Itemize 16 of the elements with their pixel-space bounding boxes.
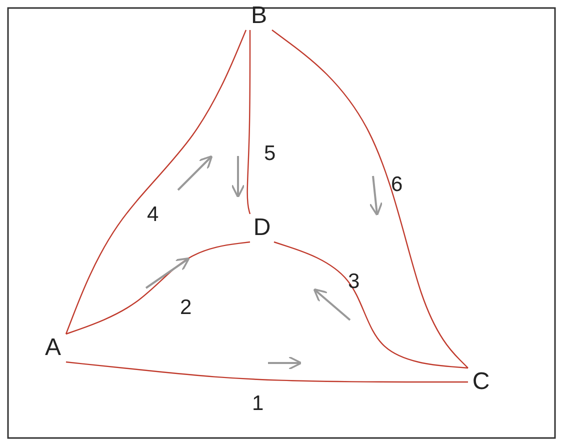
edge-label: 1 xyxy=(252,392,264,416)
edge-label: 5 xyxy=(264,142,276,166)
edge-label: 4 xyxy=(147,203,159,227)
vertex-label: B xyxy=(246,2,272,30)
edge-label: 6 xyxy=(391,173,403,197)
connector-line xyxy=(274,241,468,369)
vertex-label: C xyxy=(468,368,494,396)
edge-label: 2 xyxy=(180,296,192,320)
edge-label: 3 xyxy=(348,270,360,294)
vertex-label: A xyxy=(40,334,66,362)
connector-line xyxy=(66,241,250,335)
connector-line xyxy=(65,30,247,334)
connector-line xyxy=(66,361,468,383)
vertex-label: D xyxy=(250,214,274,242)
connector-line xyxy=(246,30,251,214)
connector-line xyxy=(272,30,468,368)
